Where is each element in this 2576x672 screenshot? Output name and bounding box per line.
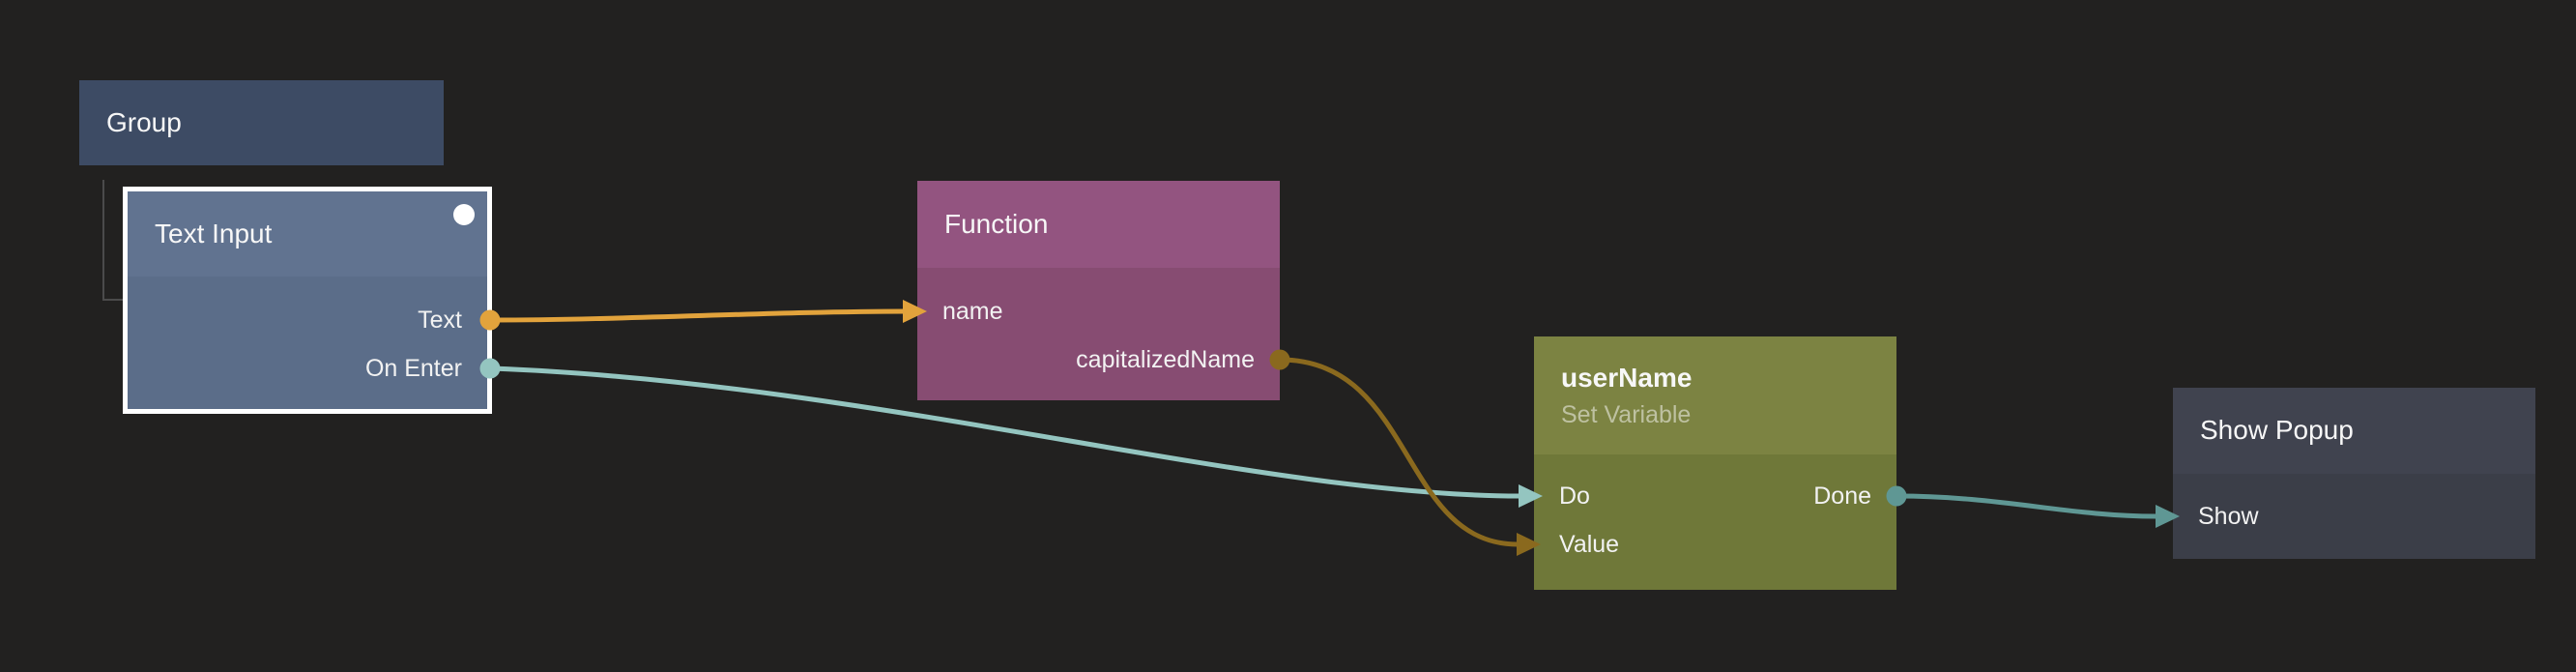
output-port-on-enter[interactable]: On Enter [128, 344, 487, 393]
wire-onenter-to-do[interactable] [487, 365, 1522, 499]
node-show-popup-header: Show Popup [2173, 388, 2535, 474]
node-group[interactable]: Group [79, 80, 444, 165]
output-port-done[interactable]: Done [1813, 482, 1871, 510]
node-set-variable-header: userName Set Variable [1534, 336, 1896, 454]
output-port-text[interactable]: Text [128, 296, 487, 344]
node-text-input[interactable]: Text Input Text On Enter [123, 187, 492, 414]
node-set-variable-title: userName [1561, 362, 1693, 393]
wire-capitalizedname-to-value[interactable] [1277, 357, 1520, 547]
node-show-popup-title: Show Popup [2200, 415, 2354, 446]
node-text-input-title: Text Input [155, 218, 273, 248]
node-set-variable-username[interactable]: userName Set Variable Do Done Value [1534, 336, 1896, 590]
node-function-header: Function [917, 181, 1280, 268]
group-child-connector-vertical [102, 180, 104, 301]
input-port-value-label: Value [1559, 530, 1620, 558]
output-port-capitalizedname[interactable]: capitalizedName [917, 336, 1280, 384]
node-function[interactable]: Function name capitalizedName [917, 181, 1280, 400]
input-port-name-label: name [942, 297, 1003, 325]
node-status-dot [453, 204, 475, 225]
input-port-show[interactable]: Show [2173, 492, 2535, 541]
wire-done-to-show[interactable] [1894, 493, 2159, 519]
node-function-ports: name capitalizedName [917, 268, 1280, 400]
node-set-variable-ports: Do Done Value [1534, 454, 1896, 590]
output-port-on-enter-label: On Enter [364, 354, 462, 382]
input-port-do[interactable]: Do [1559, 482, 1590, 510]
node-text-input-header: Text Input [128, 191, 487, 277]
input-port-name[interactable]: name [917, 287, 1280, 336]
node-text-input-ports: Text On Enter [128, 277, 487, 409]
node-show-popup-ports: Show [2173, 474, 2535, 559]
node-function-title: Function [944, 208, 1049, 239]
node-group-header: Group [79, 80, 444, 165]
wire-text-to-name[interactable] [487, 308, 908, 323]
output-port-text-label: Text [418, 306, 462, 334]
input-port-show-label: Show [2198, 502, 2259, 530]
node-set-variable-type: Set Variable [1561, 400, 1692, 428]
node-group-title: Group [106, 106, 182, 137]
input-port-value[interactable]: Value [1534, 520, 1896, 569]
output-port-capitalizedname-label: capitalizedName [1076, 345, 1255, 373]
group-child-connector-horizontal [102, 299, 123, 301]
node-show-popup[interactable]: Show Popup Show [2173, 388, 2535, 559]
